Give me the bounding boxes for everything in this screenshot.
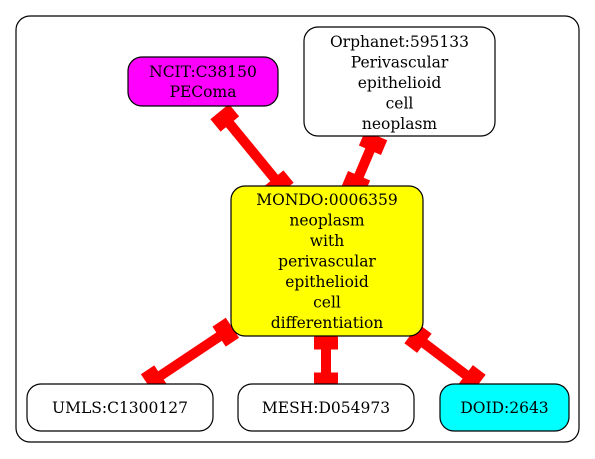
- node-mondo-box: [230, 185, 424, 337]
- edge-ncit-mondo: [210, 104, 294, 198]
- node-mondo[interactable]: MONDO:0006359 neoplasm with perivascular epi…: [230, 185, 424, 337]
- node-orphanet-line: cell: [386, 95, 414, 113]
- node-ncit-box: [127, 56, 279, 107]
- nodes-layer: MONDO:0006359 neoplasm with perivascular epi…: [26, 26, 570, 432]
- node-mondo-line: cell: [313, 294, 341, 312]
- node-umls-box: [26, 383, 214, 432]
- node-doid[interactable]: DOID:2643: [439, 383, 570, 432]
- node-mondo-line: differentiation: [271, 314, 384, 332]
- node-mesh[interactable]: MESH:D054973: [237, 383, 415, 432]
- node-mondo-line: perivascular: [278, 253, 376, 271]
- node-mesh-box: [237, 383, 415, 432]
- node-mesh-line: MESH:D054973: [262, 399, 390, 417]
- node-umls-line: UMLS:C1300127: [52, 399, 188, 417]
- node-mondo-line: epithelioid: [285, 273, 369, 291]
- node-mondo-line: MONDO:0006359: [256, 191, 398, 209]
- node-orphanet-line: Perivascular: [351, 54, 449, 72]
- node-doid-line: DOID:2643: [460, 399, 548, 417]
- node-orphanet-line: neoplasm: [362, 115, 438, 133]
- node-orphanet-line: Orphanet:595133: [330, 33, 469, 51]
- node-doid-box: [439, 383, 570, 432]
- node-mondo-line: with: [310, 232, 344, 250]
- node-ncit-line: NCIT:C38150: [149, 63, 257, 81]
- node-orphanet-box: [303, 26, 496, 137]
- node-mondo-line: neoplasm: [289, 212, 365, 230]
- node-umls[interactable]: UMLS:C1300127: [26, 383, 214, 432]
- node-orphanet-line: epithelioid: [358, 74, 442, 92]
- node-ncit-line: PEComa: [170, 83, 237, 101]
